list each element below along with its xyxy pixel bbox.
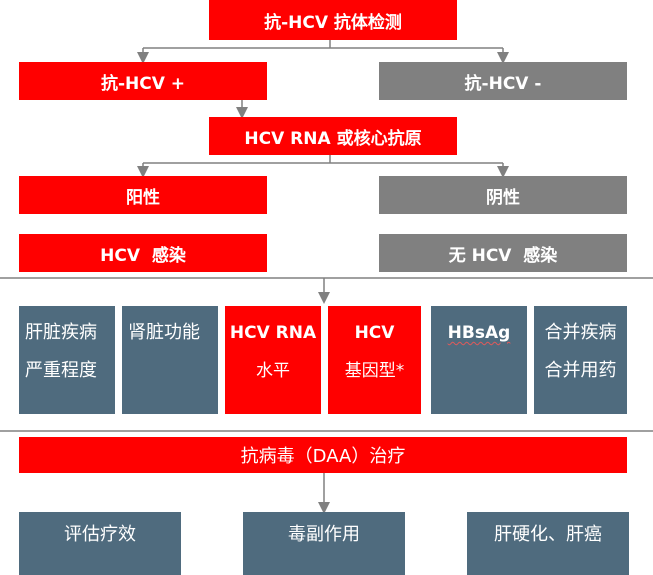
rna-test-label: HCV RNA 或核心抗原: [244, 128, 422, 149]
assessment-renal-function: 肾脏功能: [122, 306, 218, 414]
negative-label: 阴性: [486, 187, 520, 208]
antibody-test-box: 抗-HCV 抗体检测: [209, 0, 457, 40]
assessment-comorbidity: 合并疾病 合并用药: [534, 306, 627, 414]
assessment-liver-line2: 严重程度: [25, 360, 97, 381]
no-infection-box: 无 HCV 感染: [379, 234, 627, 272]
positive-box: 阳性: [19, 176, 267, 214]
assessment-genotype-line2: 基因型*: [344, 361, 405, 381]
followup-side-effects: 毒副作用: [243, 512, 405, 575]
hcv-negative-box: 抗-HCV -: [379, 62, 627, 100]
assessment-comorbidity-line1: 合并疾病: [544, 322, 617, 343]
assessment-genotype: HCV 基因型*: [328, 306, 421, 414]
negative-box: 阴性: [379, 176, 627, 214]
assessment-liver-disease: 肝脏疾病 严重程度: [19, 306, 115, 414]
assessment-comorbidity-line2: 合并用药: [544, 360, 617, 381]
no-infection-label: 无 HCV 感染: [448, 245, 558, 266]
assessment-rna-level: HCV RNA 水平: [225, 306, 321, 414]
followup-efficacy: 评估疗效: [19, 512, 181, 575]
antibody-test-label: 抗-HCV 抗体检测: [264, 12, 402, 33]
assessment-rna-line2: 水平: [256, 361, 290, 381]
followup-side-effects-label: 毒副作用: [288, 524, 360, 545]
assessment-renal-line1: 肾脏功能: [128, 322, 200, 343]
daa-treatment-label: 抗病毒（DAA）治疗: [240, 446, 406, 467]
daa-treatment-box: 抗病毒（DAA）治疗: [19, 437, 627, 473]
assessment-rna-line1: HCV RNA: [229, 323, 317, 343]
followup-efficacy-label: 评估疗效: [64, 524, 136, 545]
assessment-hbsag-line1: HBsAg: [447, 323, 511, 343]
hcv-positive-box: 抗-HCV +: [19, 62, 267, 100]
hcv-infected-label: HCV 感染: [100, 245, 186, 266]
assessment-liver-line1: 肝脏疾病: [25, 322, 97, 343]
assessment-genotype-line1: HCV: [354, 323, 395, 343]
rna-test-box: HCV RNA 或核心抗原: [209, 117, 457, 155]
followup-cirrhosis: 肝硬化、肝癌: [467, 512, 629, 575]
positive-label: 阳性: [126, 187, 160, 208]
hcv-positive-label: 抗-HCV +: [100, 73, 186, 94]
followup-cirrhosis-label: 肝硬化、肝癌: [494, 524, 602, 545]
assessment-hbsag: HBsAg: [431, 306, 527, 414]
hcv-negative-label: 抗-HCV -: [464, 73, 542, 94]
hcv-infected-box: HCV 感染: [19, 234, 267, 272]
